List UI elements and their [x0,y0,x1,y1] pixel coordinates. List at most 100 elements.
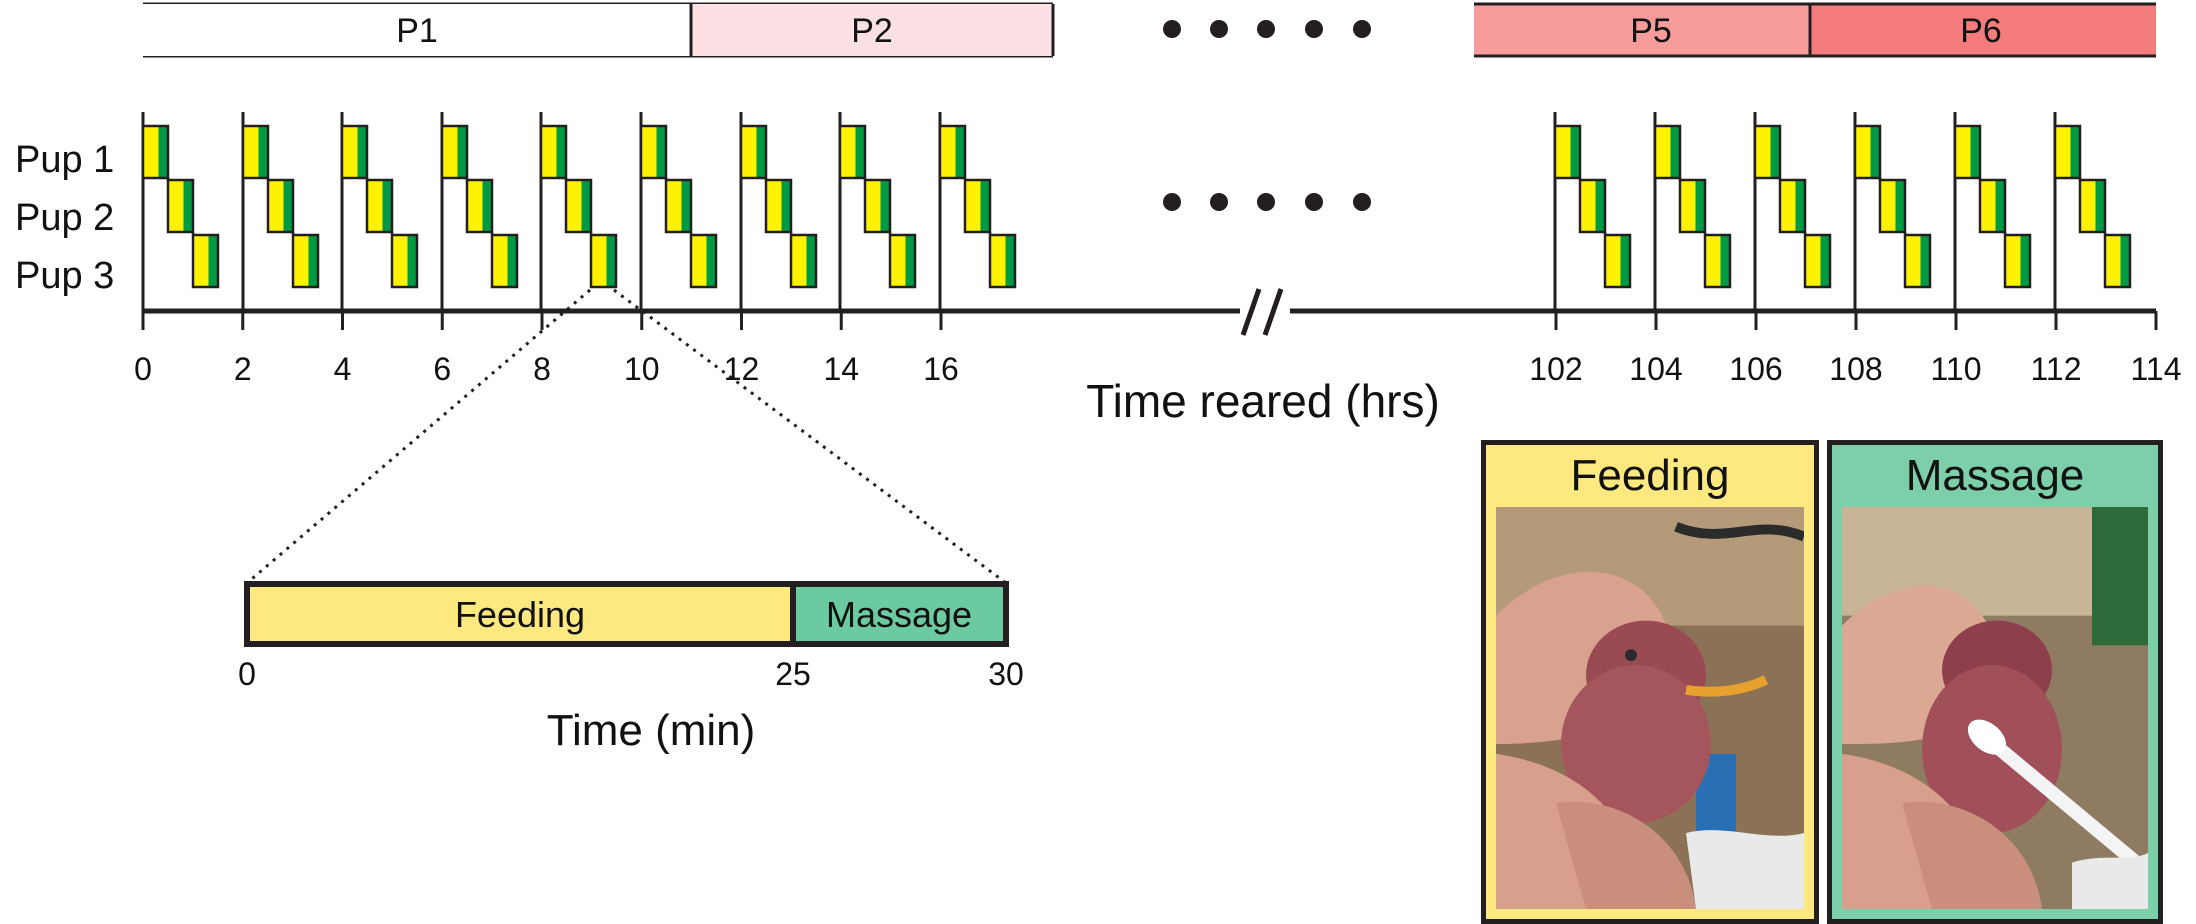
massage-photo-panel: Massage [1827,440,2163,924]
feeding-block [865,180,881,232]
feeding-block [1780,180,1796,232]
massage-block [258,126,268,178]
feeding-block [1755,126,1771,178]
massage-block [2095,180,2105,232]
massage-block [2070,126,2080,178]
feeding-block [1605,235,1621,287]
massage-block [781,180,791,232]
axis-tick-label: 2 [234,351,252,387]
period-p1 [143,4,691,56]
feeding-block [467,180,483,232]
axis-tick-label: 4 [334,351,352,387]
axis-tick-label: 102 [1529,351,1582,387]
massage-block [482,180,492,232]
axis-tick-label: 0 [134,351,152,387]
feeding-block [990,235,1006,287]
session-group [739,112,818,311]
block-outline [241,124,270,180]
block-outline [789,233,818,289]
period-p6 [1810,4,2156,56]
block-outline [639,124,668,180]
massage-block [507,235,517,287]
feeding-block [2080,180,2096,232]
axis-tick-label: 108 [1829,351,1882,387]
massage-block [208,235,218,287]
feeding-segment-label: Feeding [455,594,585,635]
session-group [838,112,917,311]
axis-tick-label: 12 [724,351,760,387]
massage-block [1870,126,1880,178]
feeding-block [193,235,209,287]
block-outline [1978,178,2007,234]
pup-3-label: Pup 3 [15,255,114,297]
feeding-block [168,180,184,232]
massage-block [606,235,616,287]
detail-tick-30: 30 [988,656,1024,692]
feeding-block [1980,180,1996,232]
axis-tick-label: 106 [1729,351,1782,387]
massage-segment [790,581,1009,647]
block-outline [440,124,469,180]
feeding-block [666,180,682,232]
massage-block [1820,235,1830,287]
period-p2 [691,4,1053,56]
massage-block [581,180,591,232]
detail-tick-25: 25 [775,656,811,692]
feeding-block [641,126,657,178]
session-group [241,112,320,311]
block-outline [166,178,195,234]
session-group [340,112,419,311]
feeding-block [2105,235,2121,287]
block-outline [1653,124,1682,180]
feeding-block [1955,126,1971,178]
period-p5 [1474,4,1810,56]
massage-block [905,235,915,287]
time-axis-label: Time reared (hrs) [1086,375,1440,427]
session-group [1853,112,1932,311]
massage-block [1770,126,1780,178]
massage-segment-label: Massage [826,594,972,635]
massage-block [357,126,367,178]
period-bar: P1 P2 P5 P6 [143,2,2156,58]
massage-block [183,180,193,232]
feeding-block [940,126,956,178]
massage-block [955,126,965,178]
ellipsis-dots-middle [1163,193,1371,211]
block-outline [1753,124,1782,180]
feeding-block [342,126,358,178]
pup-1-label: Pup 1 [15,139,114,181]
period-p5-label: P5 [1630,12,1672,50]
block-outline [1603,233,1632,289]
block-outline [664,178,693,234]
feeding-block [965,180,981,232]
block-outline [2078,178,2107,234]
block-outline [1578,178,1607,234]
axis-tick-label: 10 [624,351,660,387]
block-outline [539,124,568,180]
period-p1-label: P1 [396,12,438,50]
massage-block [880,180,890,232]
axis-tick-label: 112 [2030,351,2081,387]
massage-block [1620,235,1630,287]
block-outline [340,124,369,180]
block-outline [739,124,768,180]
axis-tick-label: 110 [1930,351,1981,387]
massage-block [308,235,318,287]
feeding-photo-panel: Feeding [1481,440,1819,924]
massage-block [1720,235,1730,287]
massage-block [1595,180,1605,232]
block-outline [291,233,320,289]
massage-block [1895,180,1905,232]
massage-block [1995,180,2005,232]
session-group [539,112,618,311]
massage-block [158,126,168,178]
axis-tick-label: 114 [2130,351,2181,387]
massage-block [980,180,990,232]
feeding-block [442,126,458,178]
block-outline [963,178,992,234]
block-outline [838,124,867,180]
block-outline [988,233,1017,289]
massage-block [855,126,865,178]
feeding-block [541,126,557,178]
